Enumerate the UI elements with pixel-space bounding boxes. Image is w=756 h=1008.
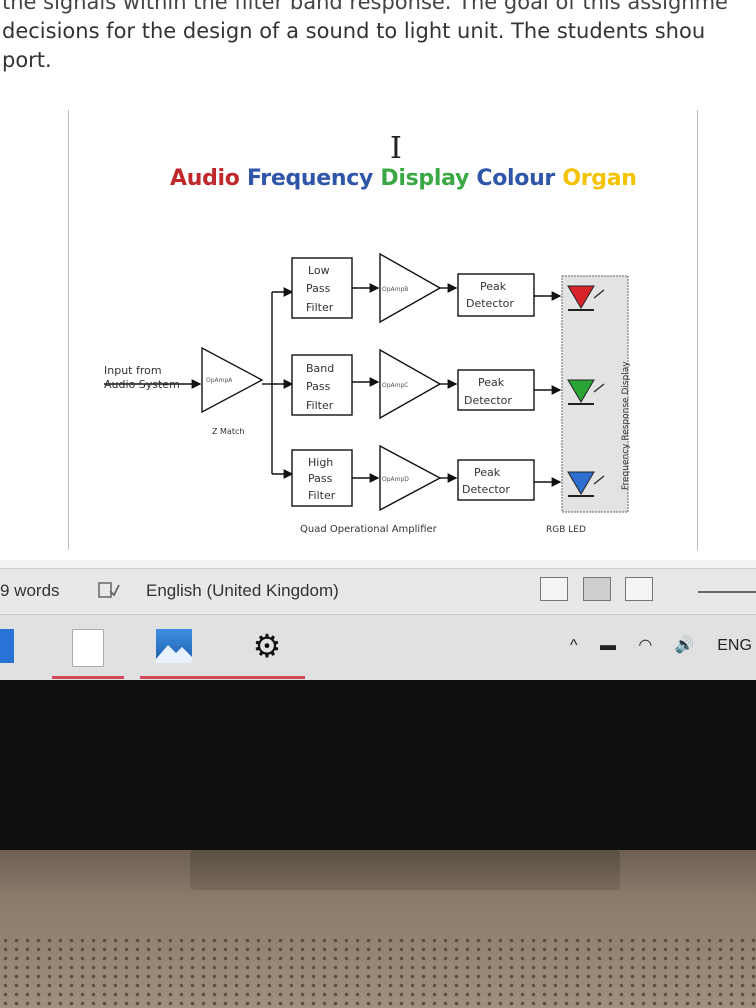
monitor-bezel [0, 680, 756, 860]
led-light-ray [593, 289, 605, 299]
detector-label: Detector [462, 483, 510, 496]
amp-label: OpAmpD [382, 476, 409, 483]
filter-label: Pass [308, 472, 333, 485]
settings-icon[interactable]: ⚙ [252, 628, 282, 664]
detector-label: Detector [466, 297, 514, 310]
filter-label: Filter [306, 301, 334, 314]
filter-label: Filter [306, 399, 334, 412]
detector-label: Detector [464, 394, 512, 407]
laptop-hinge [190, 850, 620, 890]
word-count[interactable]: 9 words [0, 581, 60, 600]
text-cursor-icon: I [390, 131, 402, 166]
input-label: Audio System [104, 378, 180, 391]
led-diode-icon [567, 285, 595, 309]
diagram-title: Audio Frequency Display Colour Organ [170, 166, 637, 191]
status-bar: 9 words English (United Kingdom) [0, 568, 756, 613]
z-match-label: Z Match [212, 427, 244, 436]
photos-icon[interactable] [156, 629, 192, 663]
title-word: Frequency [246, 166, 381, 191]
document-body[interactable]: the signals within the filter band respo… [0, 0, 756, 100]
speaker-grille [0, 936, 756, 1008]
edge-icon[interactable] [0, 629, 14, 663]
high-pass-filter-box [291, 449, 353, 507]
proofing-icon[interactable] [98, 581, 120, 604]
language-tray[interactable]: ENG [717, 637, 752, 654]
op-amp-c [379, 348, 442, 420]
peak-detector-box [457, 273, 535, 317]
amp-label: OpAmpB [382, 286, 408, 293]
led-diode-icon [567, 379, 595, 403]
wifi-icon[interactable]: ◠ [638, 637, 653, 654]
low-pass-filter-box [291, 257, 353, 319]
z-match-amplifier [201, 346, 264, 414]
taskbar: ⚙ ^ ▬ ◠ 🔊 ENG [0, 614, 756, 680]
detector-label: Peak [474, 466, 501, 479]
title-word: Organ [562, 166, 637, 191]
input-label: Input from [104, 364, 162, 377]
op-amp-b [379, 252, 442, 324]
document-line: decisions for the design of a sound to l… [2, 19, 706, 43]
title-word: Colour [476, 166, 563, 191]
peak-detector-box [457, 369, 535, 411]
led-diode-icon [567, 471, 595, 495]
print-layout-icon[interactable] [582, 577, 611, 601]
block-diagram: Input from Audio System OpAmpA Z Match L… [104, 252, 631, 535]
detector-label: Peak [478, 376, 505, 389]
file-icon[interactable] [72, 629, 104, 667]
screen: the signals within the filter band respo… [0, 0, 756, 680]
taskbar-active-indicator [52, 676, 124, 679]
filter-label: Pass [306, 282, 331, 295]
system-tray: ^ ▬ ◠ 🔊 ENG [570, 635, 756, 655]
peak-detector-box [457, 459, 535, 501]
op-amp-d [379, 444, 442, 512]
view-buttons [540, 577, 663, 606]
filter-label: High [308, 456, 333, 469]
rgb-led-label: RGB LED [546, 525, 586, 535]
laptop-chassis [0, 850, 756, 1008]
filter-label: Filter [308, 489, 336, 502]
speaker-icon[interactable]: 🔊 [674, 637, 695, 654]
amp-label: OpAmpC [382, 382, 408, 389]
read-mode-icon[interactable] [540, 577, 568, 601]
language-indicator[interactable]: English (United Kingdom) [146, 581, 339, 600]
quad-op-amp-label: Quad Operational Amplifier [300, 524, 438, 535]
band-pass-filter-box [291, 354, 353, 416]
battery-icon[interactable]: ▬ [599, 637, 616, 654]
filter-label: Pass [306, 380, 331, 393]
taskbar-active-indicator [140, 676, 305, 679]
filter-label: Band [306, 362, 334, 375]
amp-label: OpAmpA [206, 377, 233, 384]
rgb-led-group [567, 285, 605, 497]
led-light-ray [593, 475, 605, 485]
display-label: Frequency Response Display [621, 361, 631, 490]
title-word: Display [380, 166, 477, 191]
title-word: Audio [170, 166, 247, 191]
document-line: port. [2, 48, 52, 72]
chevron-up-icon[interactable]: ^ [570, 637, 578, 654]
detector-label: Peak [480, 280, 507, 293]
document-line: the signals within the filter band respo… [2, 0, 728, 14]
zoom-slider[interactable] [698, 591, 756, 593]
led-light-ray [593, 383, 605, 393]
web-layout-icon[interactable] [625, 577, 654, 601]
filter-label: Low [308, 264, 330, 277]
